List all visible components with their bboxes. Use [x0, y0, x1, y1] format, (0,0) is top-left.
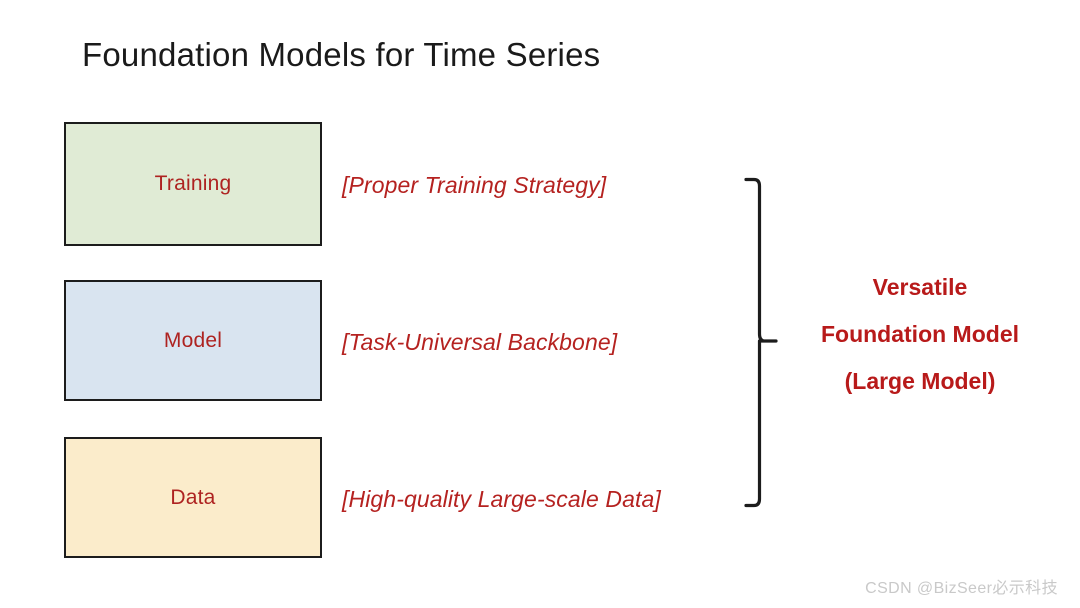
- conclusion-line-1: Versatile: [872, 274, 968, 300]
- conclusion-block: Versatile Foundation Model (Large Model): [790, 276, 1050, 393]
- annotation-model: [Task-Universal Backbone]: [342, 329, 618, 355]
- stage-box-model[interactable]: Model: [64, 280, 322, 401]
- right-pointing-brace-icon: [738, 170, 782, 515]
- stage-box-training[interactable]: Training: [64, 122, 322, 246]
- conclusion-line-3: (Large Model): [844, 368, 996, 394]
- page-title: Foundation Models for Time Series: [82, 36, 601, 73]
- annotation-data: [High-quality Large-scale Data]: [342, 486, 661, 512]
- annotation-training: [Proper Training Strategy]: [342, 172, 607, 198]
- stage-box-label-data: Data: [170, 485, 216, 509]
- stage-box-label-training: Training: [154, 172, 232, 195]
- stage-box-label-model: Model: [163, 328, 223, 352]
- stage-box-data[interactable]: Data: [64, 437, 322, 558]
- conclusion-line-2: Foundation Model: [820, 321, 1019, 347]
- watermark-text: CSDN @BizSeer必示科技: [865, 580, 1058, 597]
